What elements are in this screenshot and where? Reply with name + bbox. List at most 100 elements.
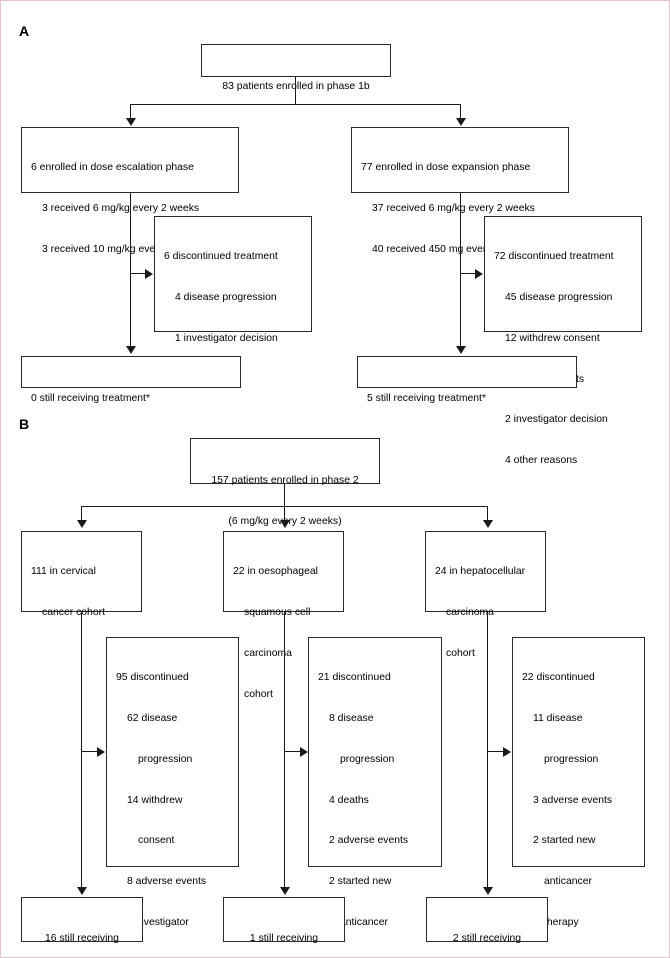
node-line: 5 still receiving treatment* [367, 393, 486, 405]
node-hepatocellular-ongoing: 2 still receiving treatment* [426, 897, 548, 944]
node-line: progression [340, 753, 395, 765]
node-line: consent [138, 835, 175, 847]
node-cervical-discontinued: 95 discontinued 62 disease progression 1… [106, 637, 239, 928]
node-line: 22 in oesophageal [233, 566, 318, 578]
node-line: 62 disease [127, 712, 178, 724]
node-line: 1 investigator decision [175, 332, 278, 344]
node-line: progression [138, 753, 193, 765]
node-line: therapy [544, 916, 579, 928]
node-line: carcinoma [244, 647, 292, 659]
node-line: 22 discontinued [522, 672, 595, 684]
node-line: 14 withdrew [127, 794, 183, 806]
node-line: 111 in cervical [31, 566, 96, 578]
node-line: 2 still receiving [452, 933, 522, 945]
connector-a-right-drop [460, 104, 462, 120]
node-line: 95 discontinued [116, 672, 189, 684]
node-oesophageal-ongoing: 1 still receiving treatment* [223, 897, 345, 944]
node-line: carcinoma [446, 606, 494, 618]
node-line: 4 deaths [329, 794, 369, 806]
arrow-a-right-discontinued [475, 269, 483, 279]
node-line: 3 adverse events [533, 794, 613, 806]
node-hepatocellular-discontinued: 22 discontinued 11 disease progression 3… [512, 637, 645, 928]
arrow-b-ongoing-3 [483, 887, 493, 895]
node-line: 3 received 6 mg/kg every 2 weeks [42, 202, 200, 214]
connector-a-left-branch [130, 273, 146, 275]
node-line: 24 in hepatocellular [435, 566, 526, 578]
connector-b-drop-3 [487, 506, 489, 522]
node-line: cancer cohort [42, 606, 105, 618]
node-escalation-ongoing: 0 still receiving treatment* [21, 356, 241, 404]
node-line: progression [544, 753, 599, 765]
node-line: 157 patients enrolled in phase 2 [211, 475, 359, 487]
connector-b-branch-1 [81, 751, 98, 753]
node-line: 16 still receiving [45, 933, 119, 945]
connector-a-trunk [295, 77, 297, 104]
node-line: 12 withdrew consent [505, 332, 600, 344]
connector-b-stem-3 [487, 612, 489, 889]
node-oesophageal-discontinued: 21 discontinued 8 disease progression 4 … [308, 637, 442, 928]
node-line: cohort [446, 647, 475, 659]
connector-b-drop-2 [284, 506, 286, 522]
node-line: 21 discontinued [318, 672, 391, 684]
arrow-b-cohort-1 [77, 520, 87, 528]
node-line: 72 discontinued treatment [494, 251, 614, 263]
node-line: 45 disease progression [505, 291, 613, 303]
node-line: 2 adverse events [329, 835, 409, 847]
connector-b-branch-2 [284, 751, 301, 753]
node-line: 77 enrolled in dose expansion phase [361, 162, 531, 174]
arrow-a-right-ongoing [456, 346, 466, 354]
node-line: 0 still receiving treatment* [31, 393, 150, 405]
node-line: 8 disease [329, 712, 374, 724]
arrow-b-cohort-3 [483, 520, 493, 528]
node-line: 8 adverse events [127, 876, 207, 888]
connector-a-right-branch [460, 273, 476, 275]
connector-b-drop-1 [81, 506, 83, 522]
node-cohort-cervical: 111 in cervical cancer cohort [21, 531, 142, 618]
panel-b-letter: B [19, 416, 30, 432]
connector-a-split [130, 104, 461, 106]
connector-a-left-drop [130, 104, 132, 120]
arrow-b-cohort-2 [280, 520, 290, 528]
node-line: cohort [244, 688, 273, 700]
node-escalation-discontinued: 6 discontinued treatment 4 disease progr… [154, 216, 312, 385]
connector-b-stem-2 [284, 612, 286, 889]
node-line: anticancer [544, 876, 592, 888]
node-line: 37 received 6 mg/kg every 2 weeks [372, 202, 535, 214]
node-phase1b-enrolled: 83 patients enrolled in phase 1b [201, 44, 391, 92]
arrow-a-right [456, 118, 466, 126]
node-line: 1 still receiving [249, 933, 319, 945]
node-line: 11 disease [533, 712, 583, 724]
node-line: 2 investigator decision [505, 414, 608, 426]
node-cohort-hepatocellular: 24 in hepatocellular carcinoma cohort [425, 531, 546, 659]
node-cohort-oesophageal: 22 in oesophageal squamous cell carcinom… [223, 531, 344, 700]
connector-b-branch-3 [487, 751, 504, 753]
connector-b-trunk [284, 484, 286, 506]
arrow-a-left-discontinued [145, 269, 153, 279]
node-line: 6 enrolled in dose escalation phase [31, 162, 194, 174]
node-line: 2 started new [329, 876, 392, 888]
connector-a-right-stem [460, 193, 462, 348]
arrow-a-left-ongoing [126, 346, 136, 354]
node-line: anticancer [340, 916, 388, 928]
arrow-b-ongoing-2 [280, 887, 290, 895]
node-cervical-ongoing: 16 still receiving treatment* [21, 897, 143, 944]
node-line: squamous cell [244, 606, 311, 618]
panel-a-letter: A [19, 23, 30, 39]
node-line: 4 disease progression [175, 291, 277, 303]
node-phase2-enrolled: 157 patients enrolled in phase 2 (6 mg/k… [190, 438, 380, 527]
arrow-b-discontinued-1 [97, 747, 105, 757]
connector-b-stem-1 [81, 612, 83, 889]
node-expansion-discontinued: 72 discontinued treatment 45 disease pro… [484, 216, 642, 466]
node-line: 6 discontinued treatment [164, 251, 278, 263]
arrow-b-ongoing-1 [77, 887, 87, 895]
node-dose-expansion: 77 enrolled in dose expansion phase 37 r… [351, 127, 569, 255]
arrow-a-left [126, 118, 136, 126]
node-line: 83 patients enrolled in phase 1b [222, 81, 370, 93]
arrow-b-discontinued-3 [503, 747, 511, 757]
node-line: 2 started new [533, 835, 596, 847]
node-line: 4 other reasons [505, 455, 578, 467]
connector-a-left-stem [130, 193, 132, 348]
node-dose-escalation: 6 enrolled in dose escalation phase 3 re… [21, 127, 239, 255]
node-expansion-ongoing: 5 still receiving treatment* [357, 356, 577, 404]
